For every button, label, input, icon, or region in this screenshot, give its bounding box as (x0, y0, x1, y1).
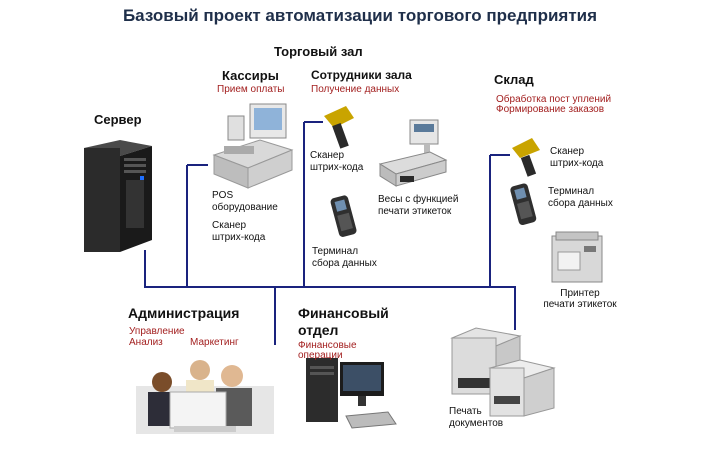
hall-terminal-label-line2: сбора данных (312, 258, 377, 269)
finance-heading-line2: отдел (298, 322, 339, 338)
hall-scanner-label-line1: Сканер (310, 150, 345, 161)
warehouse-terminal-label-line1: Терминал (548, 186, 595, 197)
finance-computer-icon (306, 358, 397, 429)
scales-label-line1: Весы с функцией (378, 194, 459, 205)
finance-line1: Финансовые (298, 340, 357, 351)
hall-terminal-label-line1: Терминал (312, 246, 359, 257)
cashiers-heading: Кассиры (222, 68, 279, 83)
warehouse-scanner-label-line2: штрих-кода (550, 158, 604, 169)
hall-terminal-icon (330, 195, 357, 237)
administration-line3: Маркетинг (190, 337, 239, 348)
hall-staff-subtitle: Получение данных (311, 84, 400, 95)
administration-line1: Управление (129, 326, 185, 337)
pos-terminal-icon (212, 103, 294, 189)
warehouse-heading: Склад (494, 72, 534, 87)
label-printer-icon (551, 231, 603, 283)
administration-people-icon (136, 360, 274, 434)
trade-hall-heading: Торговый зал (274, 44, 363, 59)
document-printer-label-line1: Печать (449, 406, 482, 417)
warehouse-scanner-icon (512, 138, 540, 177)
pos-label-line2: оборудование (212, 202, 278, 213)
label-printer-label-line1: Принтер (560, 288, 600, 299)
scales-label-line2: печати этикеток (378, 206, 452, 217)
administration-line2: Анализ (129, 337, 163, 348)
warehouse-terminal-label-line2: сбора данных (548, 198, 613, 209)
finance-line2: операции (298, 350, 343, 361)
hall-scanner-icon (324, 106, 354, 149)
administration-heading: Администрация (128, 305, 240, 321)
diagram-title: Базовый проект автоматизации торгового п… (122, 6, 598, 25)
server-icon (84, 140, 152, 252)
server-heading: Сервер (94, 112, 142, 127)
network-lines (144, 121, 516, 345)
pos-label-line1: POS (212, 190, 234, 201)
warehouse-line1: Обработка пост уплений (496, 94, 612, 105)
finance-heading-line1: Финансовый (298, 305, 389, 321)
warehouse-terminal-icon (510, 183, 537, 225)
document-printer-label-line2: документов (449, 418, 504, 429)
cashiers-subtitle: Прием оплаты (217, 84, 285, 95)
label-printer-label-line2: печати этикеток (543, 299, 617, 310)
scales-icon (378, 119, 448, 187)
pos-scanner-label-line2: штрих-кода (212, 232, 266, 243)
warehouse-scanner-label-line1: Сканер (550, 146, 585, 157)
pos-scanner-label-line1: Сканер (212, 220, 247, 231)
warehouse-line2: Формирование заказов (496, 104, 605, 115)
hall-scanner-label-line2: штрих-кода (310, 162, 364, 173)
document-printer-icon (450, 327, 556, 417)
hall-staff-heading: Сотрудники зала (311, 68, 412, 82)
